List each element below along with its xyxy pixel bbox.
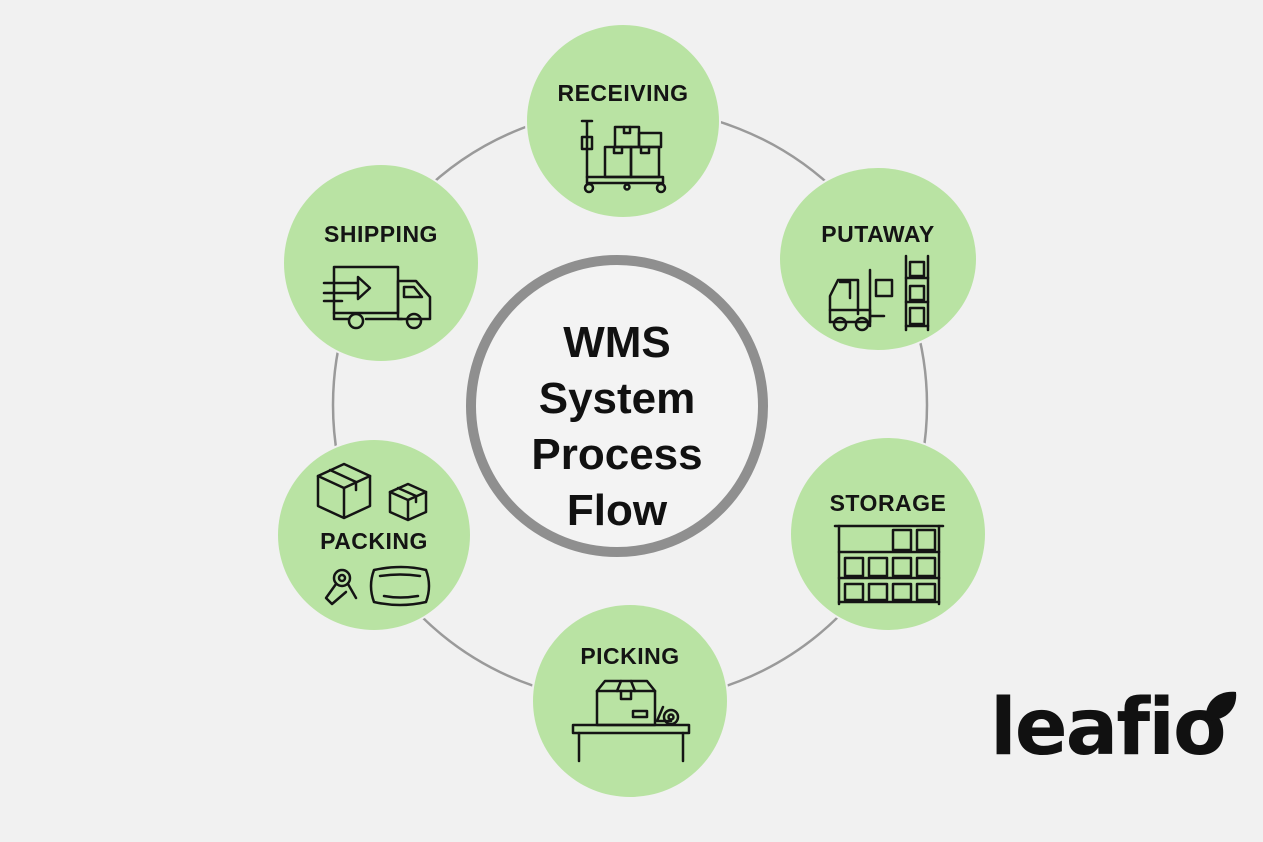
- warehouse-shelves-icon: [833, 524, 945, 606]
- step-label: RECEIVING: [557, 80, 689, 106]
- step-label: PACKING: [320, 528, 428, 554]
- step-packing: PACKING: [278, 440, 470, 630]
- logo-text: leafio: [990, 683, 1227, 773]
- step-shipping: SHIPPING: [284, 165, 478, 361]
- step-picking: PICKING: [533, 605, 727, 797]
- title-line: Flow: [566, 486, 668, 535]
- forklift-rack-icon: [828, 254, 930, 332]
- title-line: System: [538, 374, 696, 423]
- pallet-jack-boxes-icon: [580, 119, 667, 194]
- title-line: WMS: [563, 318, 671, 367]
- title-line: Process: [531, 430, 703, 479]
- brand-logo: leafio: [990, 680, 1250, 780]
- packing-boxes-icon: [316, 462, 428, 522]
- tape-and-bag-icon: [324, 565, 431, 607]
- step-putaway: PUTAWAY: [780, 168, 976, 350]
- step-label: PICKING: [580, 643, 680, 669]
- step-label: STORAGE: [829, 490, 947, 516]
- step-label: PUTAWAY: [821, 221, 935, 247]
- step-storage: STORAGE: [791, 438, 985, 630]
- leaf-icon: [1205, 691, 1237, 721]
- diagram-title: WMS System Process Flow: [476, 315, 758, 539]
- step-label: SHIPPING: [324, 221, 438, 247]
- packing-table-icon: [571, 679, 691, 763]
- delivery-truck-icon: [322, 265, 432, 330]
- step-receiving: RECEIVING: [527, 25, 719, 217]
- center-title-circle: WMS System Process Flow: [466, 255, 768, 557]
